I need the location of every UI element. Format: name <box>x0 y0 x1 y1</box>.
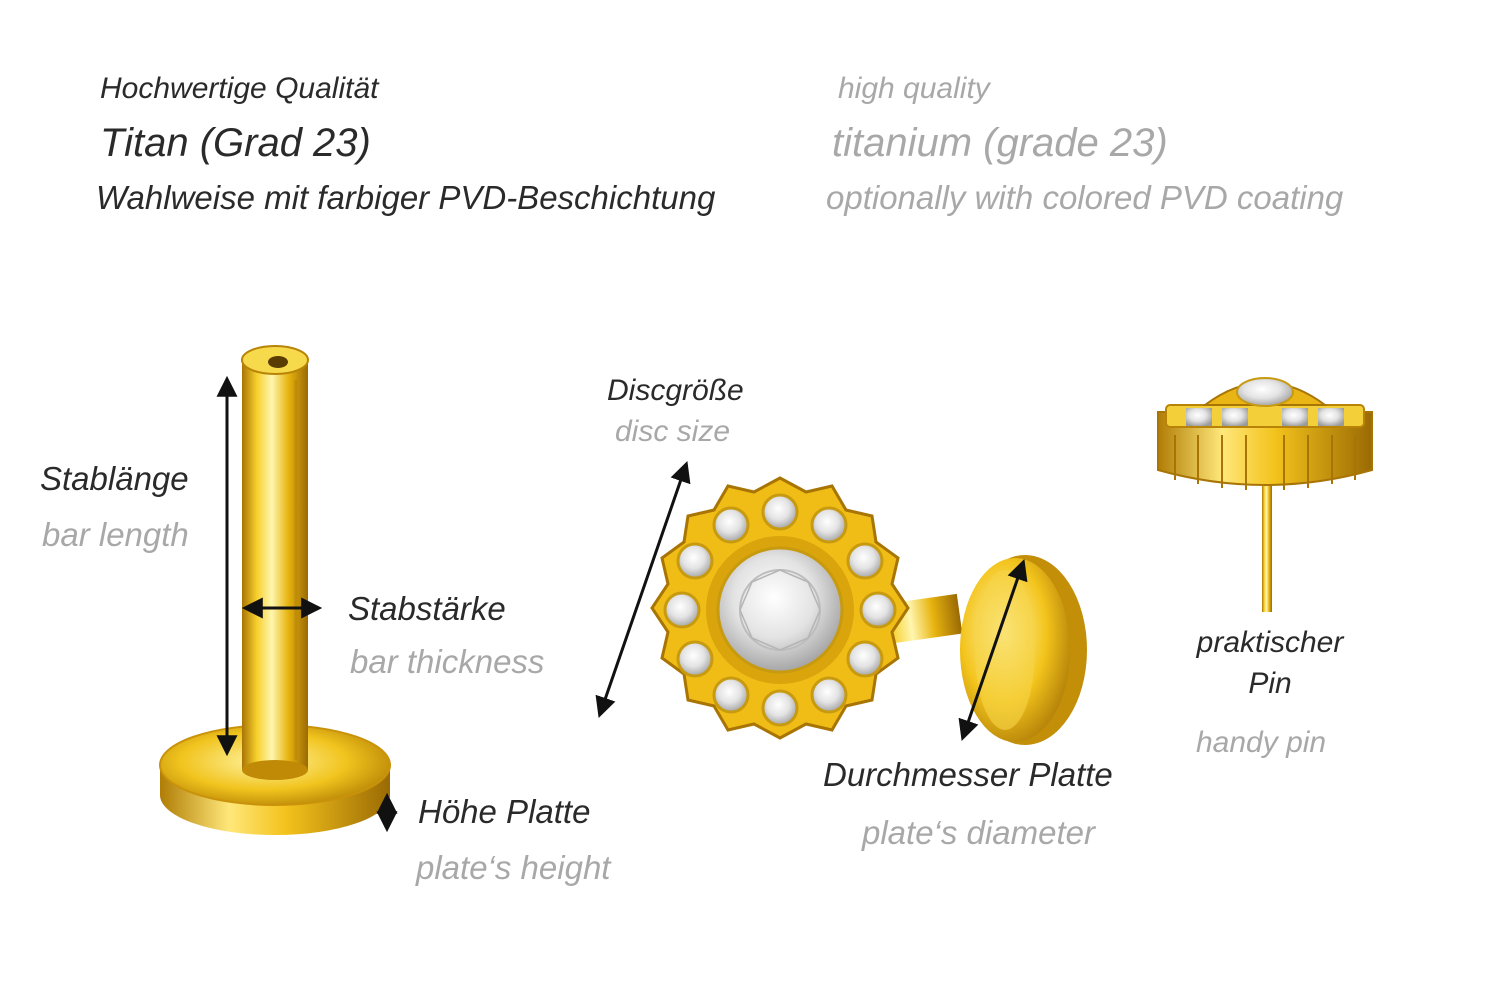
bar-thickness-label-de: Stabstärke <box>348 590 506 627</box>
handy-pin-label-en: handy pin <box>1196 726 1327 759</box>
quality-de: Hochwertige Qualität <box>100 72 379 105</box>
plate-diameter-label-de: Durchmesser Platte <box>823 756 1113 793</box>
quality-en: high quality <box>838 72 990 105</box>
plate-diameter-arrow <box>958 559 1028 741</box>
handy-pin-label-de-line2: Pin <box>1248 667 1292 700</box>
bar-thickness-label-en: bar thickness <box>350 643 545 680</box>
disc-size-arrow <box>595 461 691 718</box>
coating-de: Wahlweise mit farbiger PVD-Beschichtung <box>96 179 716 216</box>
jeweled-labret <box>650 476 1087 745</box>
jeweled-top-with-pin <box>1157 377 1373 612</box>
plate-height-label-en: plate‘s height <box>416 849 611 886</box>
coating-en: optionally with colored PVD coating <box>826 179 1344 216</box>
material-en: titanium (grade 23) <box>832 121 1168 165</box>
plate-diameter-label-en: plate‘s diameter <box>862 814 1095 851</box>
bar-length-label-en: bar length <box>42 516 189 553</box>
disc-size-label-de: Discgröße <box>607 374 744 407</box>
material-de: Titan (Grad 23) <box>100 121 371 165</box>
bar-length-label-de: Stablänge <box>40 460 189 497</box>
handy-pin-label-de-line1: praktischer <box>1196 626 1344 659</box>
disc-size-label-en: disc size <box>615 415 731 448</box>
plate-height-label-de: Höhe Platte <box>418 793 591 830</box>
